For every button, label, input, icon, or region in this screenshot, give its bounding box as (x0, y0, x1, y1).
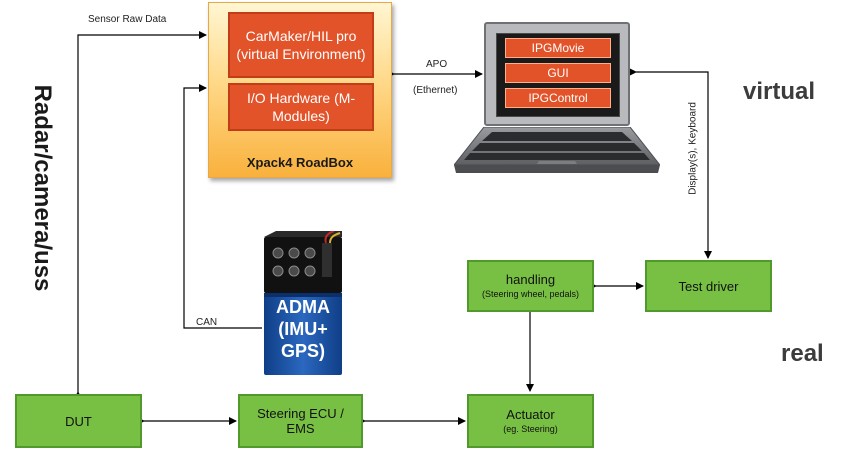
sensor-raw-data-line (74, 31, 207, 399)
apo-label: APO (426, 59, 448, 70)
display-keyboard-label: Display(s), Keyboard (687, 102, 699, 195)
roadbox-label: Xpack4 RoadBox (246, 155, 354, 170)
ipgcontrol-item: IPGControl (505, 88, 611, 108)
real-label: real (781, 340, 824, 367)
handling-subtitle: (Steering wheel, pedals) (481, 289, 580, 299)
actuator-box: Actuator (eg. Steering) (467, 394, 594, 448)
handling-box: handling (Steering wheel, pedals) (467, 260, 594, 312)
radar-camera-uss-label: Radar/camera/uss (29, 84, 56, 292)
laptop-screen: IPGMovie GUI IPGControl (484, 22, 630, 126)
dut-title: DUT (65, 413, 92, 429)
handling-title: handling (505, 272, 556, 287)
laptop-display: IPGMovie GUI IPGControl (496, 33, 620, 117)
io-hardware-box: I/O Hardware (M-Modules) (228, 83, 374, 131)
dut-box: DUT (15, 394, 142, 448)
display-keyboard-line (629, 68, 712, 259)
ethernet-label: (Ethernet) (413, 85, 458, 96)
gui-item: GUI (505, 63, 611, 83)
steering-ecu-box: Steering ECU / EMS (238, 394, 363, 448)
can-line (183, 84, 262, 329)
laptop-keyboard-icon (454, 127, 660, 173)
carmaker-hil-box: CarMaker/HIL pro (virtual Environment) (228, 12, 374, 78)
ipgmovie-item: IPGMovie (505, 38, 611, 58)
xpack4-roadbox: CarMaker/HIL pro (virtual Environment) I… (208, 2, 392, 178)
steering-ecu-title: Steering ECU / EMS (257, 406, 344, 436)
adma-label: ADMA (IMU+ GPS) (276, 297, 330, 361)
test-driver-title: Test driver (678, 278, 739, 294)
can-label: CAN (196, 317, 218, 328)
adma-device-icon (264, 231, 342, 375)
sensor-raw-data-label: Sensor Raw Data (88, 14, 167, 25)
actuator-title: Actuator (506, 407, 555, 422)
test-driver-box: Test driver (645, 260, 772, 312)
actuator-subtitle: (eg. Steering) (503, 424, 558, 434)
virtual-label: virtual (743, 78, 816, 105)
